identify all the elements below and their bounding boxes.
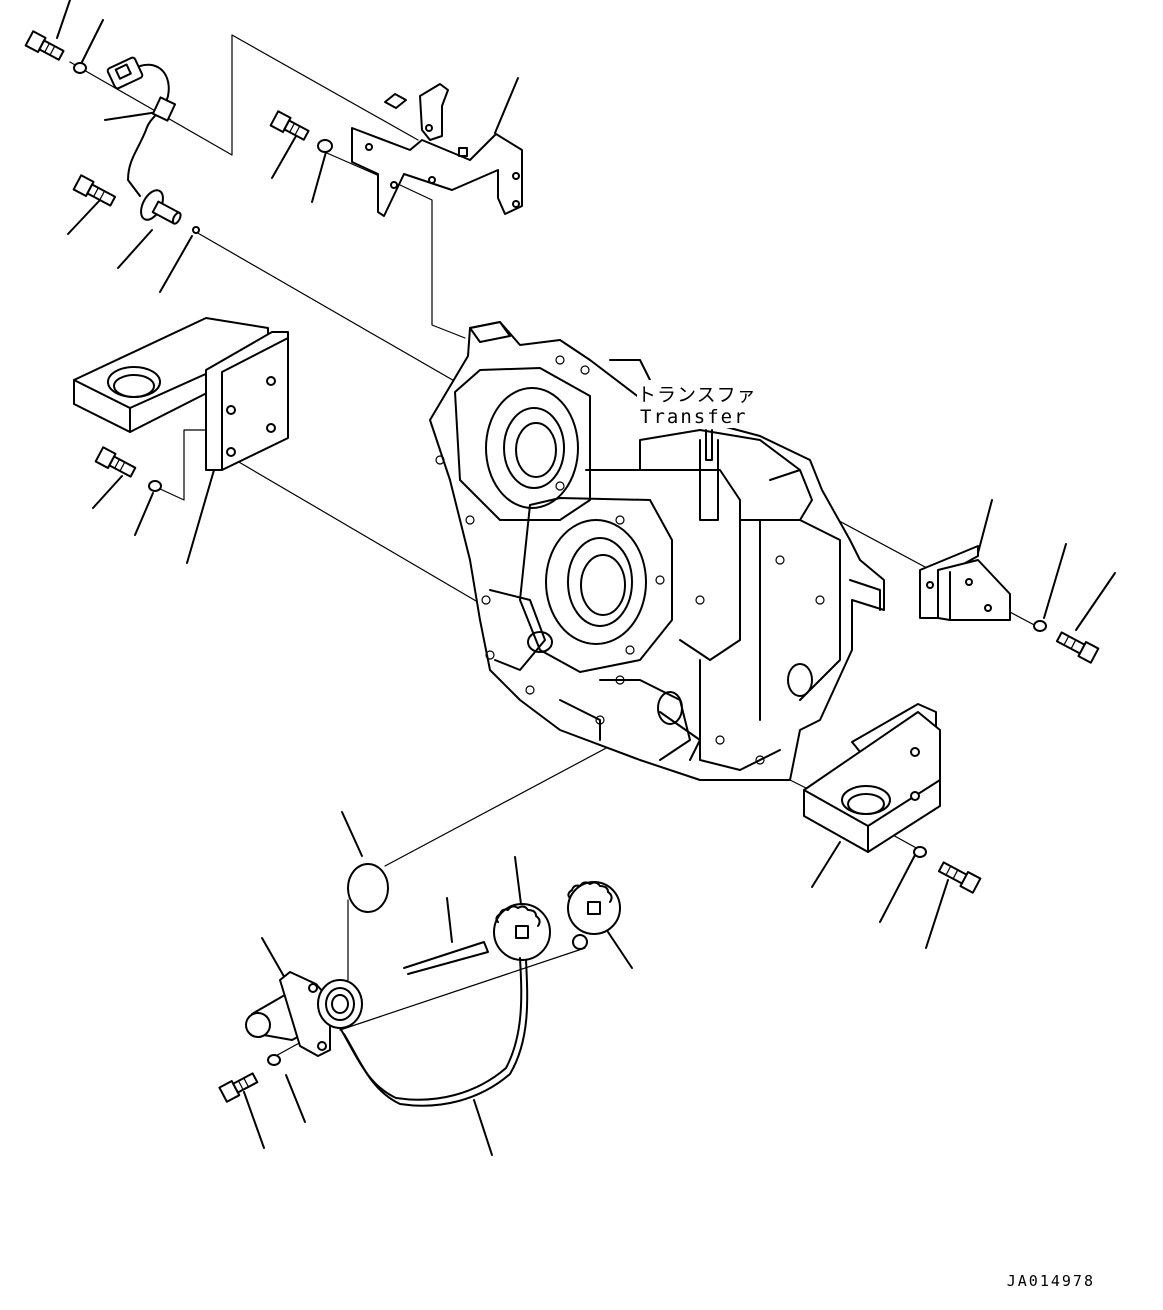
- mount-bracket-right: [803, 703, 982, 894]
- sensor-clip: [151, 96, 177, 122]
- angle-bracket-right: [919, 545, 1100, 664]
- cap-b: [567, 881, 621, 950]
- drawing-id: JA014978: [1006, 1272, 1095, 1290]
- speed-sensor-group: [24, 30, 200, 234]
- sensor-connector: [106, 56, 144, 90]
- transfer-case: [429, 321, 885, 781]
- chain: [339, 957, 529, 1107]
- component-label-japanese: トランスファ: [637, 380, 757, 407]
- pin-rod: [403, 941, 489, 975]
- breather-cap-assembly: [218, 863, 621, 1107]
- o-ring: [347, 863, 389, 913]
- bolt-top-left: [24, 30, 65, 61]
- breather-plate: [245, 971, 363, 1057]
- leader-lines: [56, 0, 1116, 1156]
- washer-bottom: [267, 1054, 281, 1066]
- washer-top-left: [73, 62, 87, 74]
- harness-bracket-top: [269, 83, 523, 217]
- bolt-bottom: [218, 1072, 259, 1103]
- cap-a: [493, 903, 551, 961]
- speed-sensor-body: [140, 189, 182, 225]
- o-ring-small: [192, 226, 200, 234]
- bolt-sensor: [72, 174, 117, 207]
- component-label-english: Transfer: [640, 406, 748, 428]
- mount-bracket-left: [73, 317, 289, 492]
